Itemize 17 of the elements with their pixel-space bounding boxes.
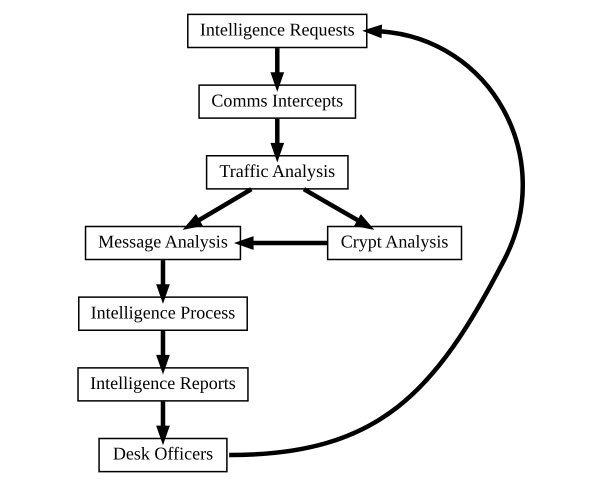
node-box: Message Analysis [84, 226, 241, 260]
arrow [156, 402, 170, 446]
arrow [228, 24, 524, 458]
arrow [270, 48, 284, 92]
node-box: Intelligence Requests [186, 14, 368, 48]
arrow [156, 260, 170, 304]
node-box: Crypt Analysis [326, 226, 462, 260]
arrow [302, 187, 374, 230]
arrow [156, 330, 170, 375]
node-box: Intelligence Process [78, 296, 248, 331]
node-box: Desk Officers [98, 438, 228, 472]
arrow [182, 187, 252, 230]
node-box: Traffic Analysis [205, 155, 348, 190]
node-box: Intelligence Reports [76, 367, 248, 402]
node-box: Comms Intercepts [198, 84, 356, 119]
arrow [270, 118, 284, 162]
arrow [233, 236, 327, 250]
